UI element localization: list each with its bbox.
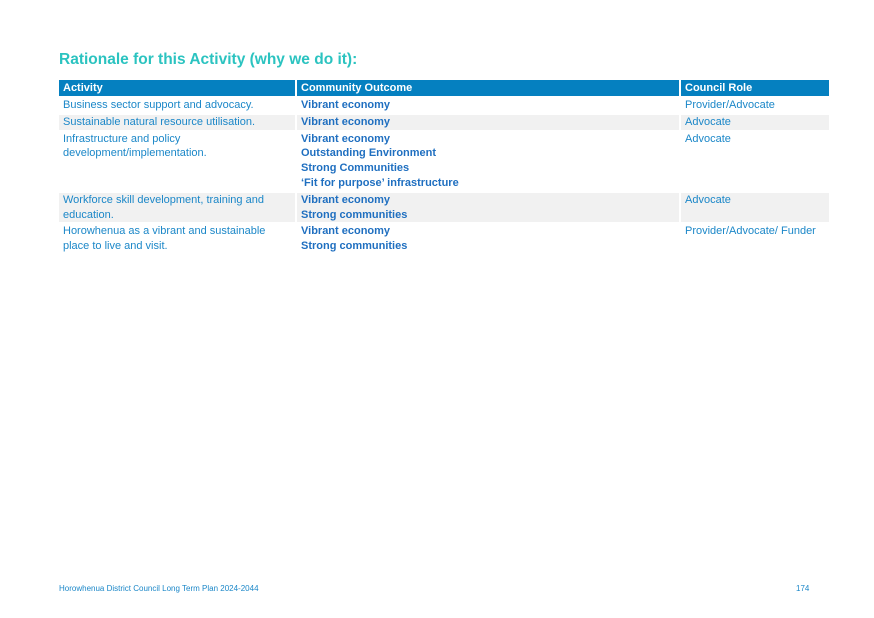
- community-outcome: Outstanding Environment: [301, 147, 437, 160]
- community-outcome: ‘Fit for purpose’ infrastructure: [301, 176, 459, 189]
- community-outcome: Vibrant economy: [301, 132, 391, 145]
- council-role-cell: Advocate: [681, 192, 829, 223]
- community-outcome: Strong communities: [301, 240, 408, 253]
- table-row: Horowhenua as a vibrant and sustainable …: [59, 224, 829, 254]
- community-outcome: Vibrant economy: [301, 193, 391, 206]
- community-outcome-cell: Vibrant economy: [297, 98, 679, 113]
- community-outcome: Strong communities: [301, 208, 408, 221]
- activity-cell: Infrastructure and policy development/im…: [63, 132, 207, 160]
- community-outcome-cell: Vibrant economy Strong communities: [297, 192, 679, 223]
- activity-cell: Horowhenua as a vibrant and sustainable …: [63, 225, 266, 253]
- community-outcome: Vibrant economy: [301, 225, 391, 238]
- column-header-activity: Activity: [59, 80, 295, 96]
- table-row: Infrastructure and policy development/im…: [59, 132, 829, 191]
- section-heading: Rationale for this Activity (why we do i…: [59, 51, 358, 68]
- community-outcome-cell: Vibrant economy Strong communities: [297, 224, 679, 254]
- activity-cell: Sustainable natural resource utilisation…: [59, 114, 295, 130]
- footer-page-number: 174: [796, 584, 810, 593]
- community-outcome-cell: Vibrant economy Outstanding Environment …: [297, 132, 679, 191]
- activity-cell: Business sector support and advocacy.: [63, 99, 254, 111]
- council-role-cell: Advocate: [685, 132, 731, 145]
- column-header-community-outcome: Community Outcome: [297, 80, 679, 96]
- community-outcome: Vibrant economy: [301, 115, 391, 128]
- council-role-cell: Provider/Advocate/ Funder: [685, 225, 816, 238]
- rationale-table: Activity Community Outcome Council Role …: [57, 78, 831, 256]
- council-role-cell: Provider/Advocate: [685, 99, 775, 111]
- table-row: Business sector support and advocacy. Vi…: [59, 98, 829, 113]
- table-header-row: Activity Community Outcome Council Role: [59, 80, 829, 96]
- table-row: Workforce skill development, training an…: [59, 192, 829, 223]
- community-outcome: Vibrant economy: [301, 99, 391, 111]
- footer-document-title: Horowhenua District Council Long Term Pl…: [59, 584, 259, 593]
- community-outcome: Strong Communities: [301, 162, 410, 175]
- table-row: Sustainable natural resource utilisation…: [59, 114, 829, 130]
- community-outcome-cell: Vibrant economy: [297, 114, 679, 130]
- council-role-cell: Advocate: [681, 114, 829, 130]
- activity-cell: Workforce skill development, training an…: [59, 192, 295, 223]
- column-header-council-role: Council Role: [681, 80, 829, 96]
